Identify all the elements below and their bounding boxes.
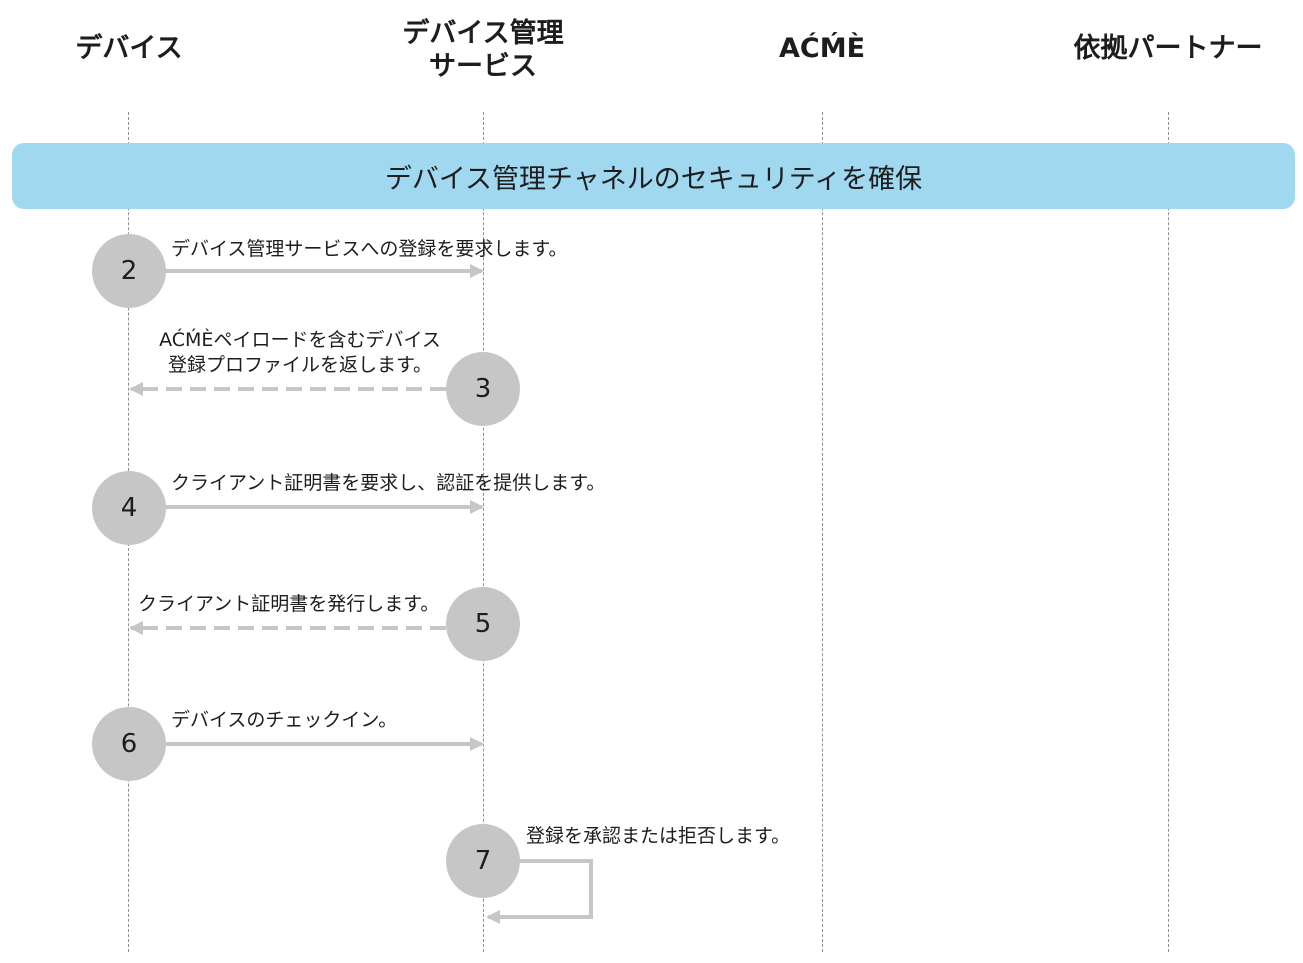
lifeline-relying-party [1168, 112, 1169, 952]
column-header-acme: AĆḾÈ [778, 33, 866, 64]
step-7-circle: 7 [446, 824, 520, 898]
step-4-label: クライアント証明書を要求し、認証を提供します。 [171, 472, 606, 494]
security-banner: デバイス管理チャネルのセキュリティを確保 [12, 143, 1295, 209]
step-3-circle: 3 [446, 352, 520, 426]
step-5-label: クライアント証明書を発行します。 [138, 593, 440, 615]
step-3-label: AĆḾÈペイロードを含むデバイス 登録プロファイルを返します。 [159, 329, 441, 376]
column-header-device: デバイス [75, 33, 183, 64]
lifeline-acme [822, 112, 823, 952]
column-header-relying-party: 依拠パートナー [1073, 33, 1263, 64]
security-banner-text: デバイス管理チャネルのセキュリティを確保 [384, 163, 923, 195]
step-6-label: デバイスのチェックイン。 [171, 709, 398, 731]
step-2-label: デバイス管理サービスへの登録を要求します。 [171, 238, 568, 260]
step-6-circle: 6 [92, 707, 166, 781]
step-5-circle: 5 [446, 587, 520, 661]
arrow-step-7-loop [486, 859, 593, 924]
step-2-circle: 2 [92, 234, 166, 308]
lifeline-mdm-service [483, 112, 484, 952]
step-7-label: 登録を承認または拒否します。 [526, 825, 791, 847]
column-header-mdm-service: デバイス管理 サービス [402, 18, 564, 82]
step-4-circle: 4 [92, 471, 166, 545]
